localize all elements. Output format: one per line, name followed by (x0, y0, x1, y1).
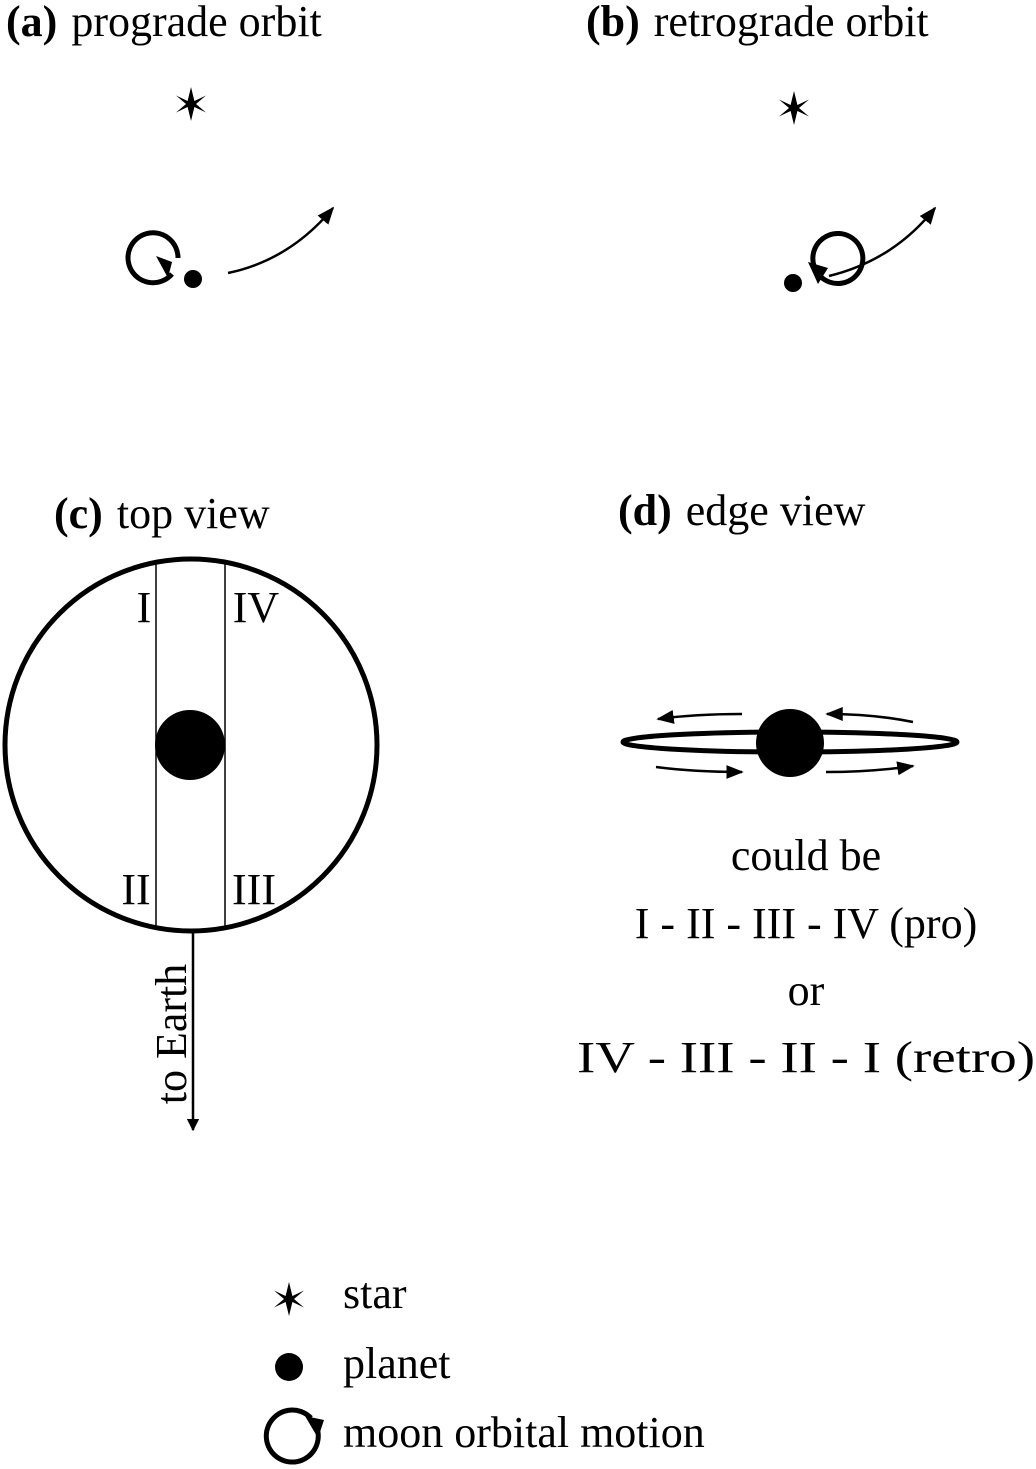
panel-c: (c) top view I IV II III to Earth (2, 489, 380, 1132)
orbit-arrow-bottom-left (655, 764, 744, 779)
caption-line-4: IV - III - II - I (retro) (577, 1033, 1035, 1082)
star-icon (779, 91, 809, 125)
legend-label-planet: planet (343, 1339, 451, 1388)
star-icon (176, 87, 206, 121)
legend-label-star: star (343, 1269, 407, 1318)
panel-a: (a) prograde orbit (6, 0, 335, 288)
planet-orbit-arrow (227, 206, 335, 275)
region-label-IV: IV (233, 583, 280, 632)
panel-c-title: (c) top view (54, 489, 270, 538)
legend-item-moon-orbit: moon orbital motion (263, 1407, 705, 1465)
panel-b: (b) retrograde orbit (586, 0, 937, 292)
panel-b-tag: (b) (586, 0, 640, 46)
caption-line-2: I - II - III - IV (pro) (635, 899, 977, 948)
panel-d: (d) edge view could be I - II - III - IV … (577, 486, 1035, 1082)
planet-icon (756, 709, 824, 777)
planet-icon (155, 710, 225, 780)
caption-line-1: could be (731, 831, 881, 880)
panel-d-title-text: edge view (686, 486, 866, 535)
panel-d-title: (d) edge view (618, 486, 866, 535)
panel-a-tag: (a) (6, 0, 57, 46)
planet-icon (184, 270, 202, 288)
moon-orbit-icon (263, 1407, 324, 1465)
planet-icon (275, 1353, 303, 1381)
region-label-III: III (232, 865, 276, 914)
panel-c-tag: (c) (54, 489, 103, 538)
planet-orbit-arrow (828, 206, 937, 278)
caption-line-3: or (788, 966, 825, 1015)
legend-item-planet: planet (275, 1339, 451, 1388)
region-label-I: I (137, 583, 152, 632)
earth-direction-label: to Earth (147, 964, 196, 1105)
panel-d-tag: (d) (618, 486, 672, 535)
legend-item-star: star (274, 1269, 407, 1318)
panel-b-title: (b) retrograde orbit (586, 0, 929, 46)
orbit-arrow-top-right (825, 707, 914, 724)
legend: star planet moon orbital motion (263, 1269, 705, 1465)
panel-a-title: (a) prograde orbit (6, 0, 322, 46)
region-label-II: II (121, 865, 150, 914)
legend-label-moon-orbit: moon orbital motion (343, 1408, 705, 1457)
panel-b-title-text: retrograde orbit (654, 0, 929, 46)
planet-with-moon-orbit-prograde (125, 230, 202, 288)
planet-icon (784, 274, 802, 292)
orbit-arrow-bottom-right (825, 761, 915, 776)
star-icon (274, 1282, 304, 1316)
moon-orbit-arrowhead (156, 256, 172, 278)
moon-orbit-arrowhead (808, 262, 828, 284)
moon-orbit-circle (2, 556, 380, 934)
orbit-arrow-top-left (656, 709, 743, 724)
panel-c-title-text: top view (117, 489, 270, 538)
panel-a-title-text: prograde orbit (71, 0, 321, 46)
planet-with-moon-orbit-retrograde (784, 231, 866, 292)
